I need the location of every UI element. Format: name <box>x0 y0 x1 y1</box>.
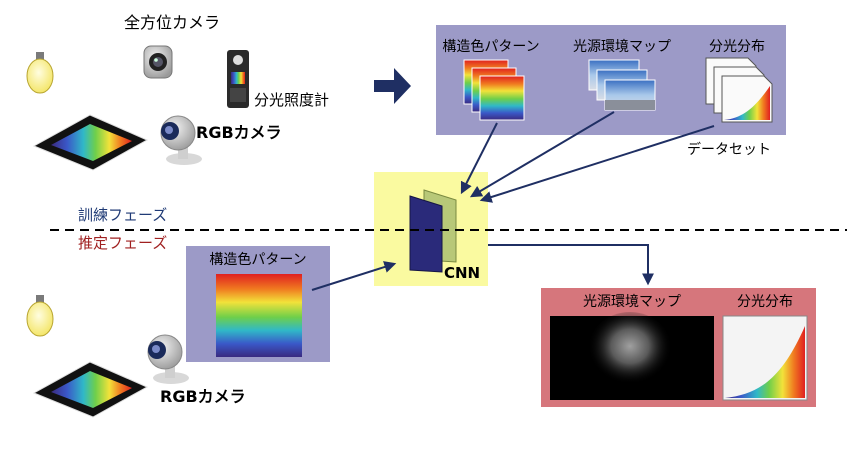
arrow-input-to-cnn <box>311 261 397 291</box>
dataset-envmap-stack <box>588 59 656 111</box>
light-bulb-icon <box>26 295 54 337</box>
light-bulb-icon <box>26 52 54 94</box>
structural-color-plate-bottom <box>32 361 149 418</box>
dataset-pattern-label: 構造色パターン <box>442 38 539 55</box>
output-envmap-blob <box>588 312 672 388</box>
output-spectrum-chart <box>722 315 808 401</box>
output-spectrum-label: 分光分布 <box>737 294 793 310</box>
arrow-pattern-to-cnn <box>460 122 498 195</box>
cnn-label: CNN <box>444 264 480 282</box>
rgb-camera-icon <box>147 334 189 384</box>
dataset-spectrum-stack <box>705 57 773 123</box>
infer-phase-label: 推定フェーズ <box>78 234 167 252</box>
arrow-to-dataset <box>374 68 411 104</box>
omni-camera-icon <box>143 45 173 79</box>
spectrometer-label: 分光照度計 <box>254 91 329 109</box>
output-envmap-label: 光源環境マップ <box>583 294 681 310</box>
dataset-envmap-label: 光源環境マップ <box>573 39 671 55</box>
input-pattern-label: 構造色パターン <box>209 251 306 268</box>
dataset-pattern-stack <box>463 59 525 121</box>
rgb-camera-bottom-label: RGBカメラ <box>160 387 246 406</box>
arrow-cnn-to-output <box>488 244 654 286</box>
rgb-camera-icon <box>160 115 202 165</box>
arrow-envmap-to-cnn <box>469 111 615 198</box>
dataset-spectrum-label: 分光分布 <box>709 39 765 55</box>
arrow-spectrum-to-cnn <box>479 125 715 203</box>
spectrometer-icon <box>227 50 249 108</box>
input-pattern-image <box>216 274 302 357</box>
structural-color-plate-top <box>32 114 149 171</box>
omni-camera-label: 全方位カメラ <box>124 13 220 32</box>
train-phase-label: 訓練フェーズ <box>78 206 167 224</box>
cnn-layers-icon <box>409 189 457 273</box>
dataset-caption: データセット <box>687 141 771 158</box>
rgb-camera-top-label: RGBカメラ <box>196 123 282 142</box>
